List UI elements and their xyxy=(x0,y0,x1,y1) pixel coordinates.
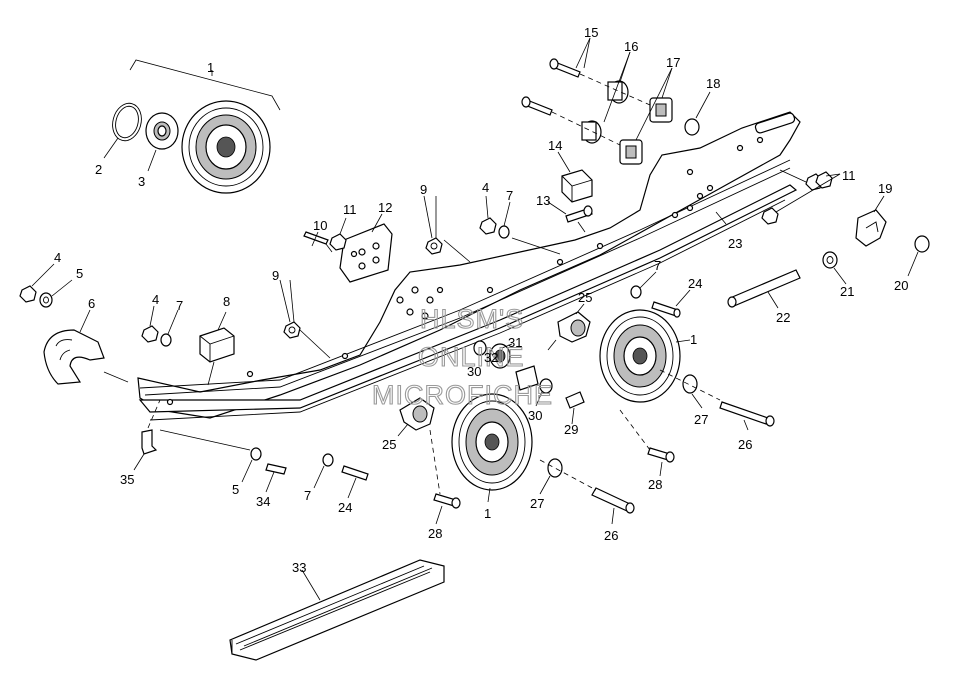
callout-24-right: 24 xyxy=(688,276,702,291)
rear-hardware xyxy=(715,169,930,309)
callout-4-left: 4 xyxy=(54,250,61,265)
callout-26-right: 26 xyxy=(738,437,752,452)
callout-labels: 1 2 3 4 5 6 4 7 8 9 10 11 12 9 4 7 13 14… xyxy=(54,25,908,575)
callout-27-bottom: 27 xyxy=(530,496,544,511)
callout-30-b: 30 xyxy=(528,408,542,423)
callout-35: 35 xyxy=(120,472,134,487)
callout-9-top: 9 xyxy=(420,182,427,197)
mounting-plate-assembly xyxy=(303,213,393,283)
callout-4-top: 4 xyxy=(482,180,489,195)
callout-22: 22 xyxy=(776,310,790,325)
callout-30-a: 30 xyxy=(467,364,481,379)
callout-32: 32 xyxy=(484,350,498,365)
callout-34: 34 xyxy=(256,494,270,509)
snap-ring-part xyxy=(103,102,142,159)
callout-1-top: 1 xyxy=(207,60,214,75)
front-fasteners xyxy=(141,279,331,386)
lower-left-hardware xyxy=(133,399,369,499)
svg-text:HLSM'S: HLSM'S xyxy=(420,304,524,334)
callout-18: 18 xyxy=(706,76,720,91)
left-pivot-arm xyxy=(397,397,435,437)
callout-26-bottom: 26 xyxy=(604,528,618,543)
assembly-1-bracket xyxy=(129,59,281,111)
svg-text:MICROFICHE: MICROFICHE xyxy=(372,380,553,410)
callout-28-bottom: 28 xyxy=(428,526,442,541)
idler-wheel-right xyxy=(599,309,691,403)
callout-17: 17 xyxy=(666,55,680,70)
callout-19: 19 xyxy=(878,181,892,196)
callout-23: 23 xyxy=(728,236,742,251)
callout-15: 15 xyxy=(584,25,598,40)
callout-5-bottom: 5 xyxy=(232,482,239,497)
callout-25-right: 25 xyxy=(578,290,592,305)
upper-fasteners xyxy=(423,195,561,263)
callout-5-left: 5 xyxy=(76,266,83,281)
callout-7-top: 7 xyxy=(506,188,513,203)
callout-24-bottom: 24 xyxy=(338,500,352,515)
idler-wheel-bottom xyxy=(451,393,533,503)
idler-wheel-top xyxy=(181,100,271,194)
callout-20: 20 xyxy=(894,278,908,293)
callout-16: 16 xyxy=(624,39,638,54)
callout-21: 21 xyxy=(840,284,854,299)
callout-31: 31 xyxy=(508,335,522,350)
callout-8: 8 xyxy=(223,294,230,309)
suspension-rail xyxy=(137,111,801,421)
upper-hardware xyxy=(521,37,711,165)
callout-13: 13 xyxy=(536,193,550,208)
callout-7-bottom: 7 xyxy=(304,488,311,503)
callout-28-right: 28 xyxy=(648,477,662,492)
callout-6: 6 xyxy=(88,296,95,311)
svg-text:ONLINE: ONLINE xyxy=(418,342,525,372)
lower-center-hardware xyxy=(429,429,635,525)
callout-4-mid: 4 xyxy=(152,292,159,307)
callout-2: 2 xyxy=(95,162,102,177)
watermark: HLSM'S ONLINE MICROFICHE xyxy=(371,303,553,410)
callout-7-mid: 7 xyxy=(176,298,183,313)
callout-9-left: 9 xyxy=(272,268,279,283)
callout-12: 12 xyxy=(378,200,392,215)
right-axle-hardware xyxy=(547,271,691,351)
slide-rail-part xyxy=(229,559,445,661)
callout-25-left: 25 xyxy=(382,437,396,452)
callout-27-right: 27 xyxy=(694,412,708,427)
callout-11-right: 11 xyxy=(842,168,856,183)
callout-11-left: 11 xyxy=(343,202,357,217)
callout-29: 29 xyxy=(564,422,578,437)
callout-14: 14 xyxy=(548,138,562,153)
lower-right-hardware xyxy=(565,369,775,477)
center-pivot-hardware xyxy=(473,340,553,407)
stop-block-assembly xyxy=(547,151,593,233)
callout-1-bottom: 1 xyxy=(484,506,491,521)
callout-10: 10 xyxy=(313,218,327,233)
callout-3: 3 xyxy=(138,174,145,189)
rail-end-cap-assembly xyxy=(19,263,129,385)
callout-33: 33 xyxy=(292,560,306,575)
callout-7-right: 7 xyxy=(654,258,661,273)
bearing-part xyxy=(145,112,179,172)
callout-1-right: 1 xyxy=(690,332,697,347)
